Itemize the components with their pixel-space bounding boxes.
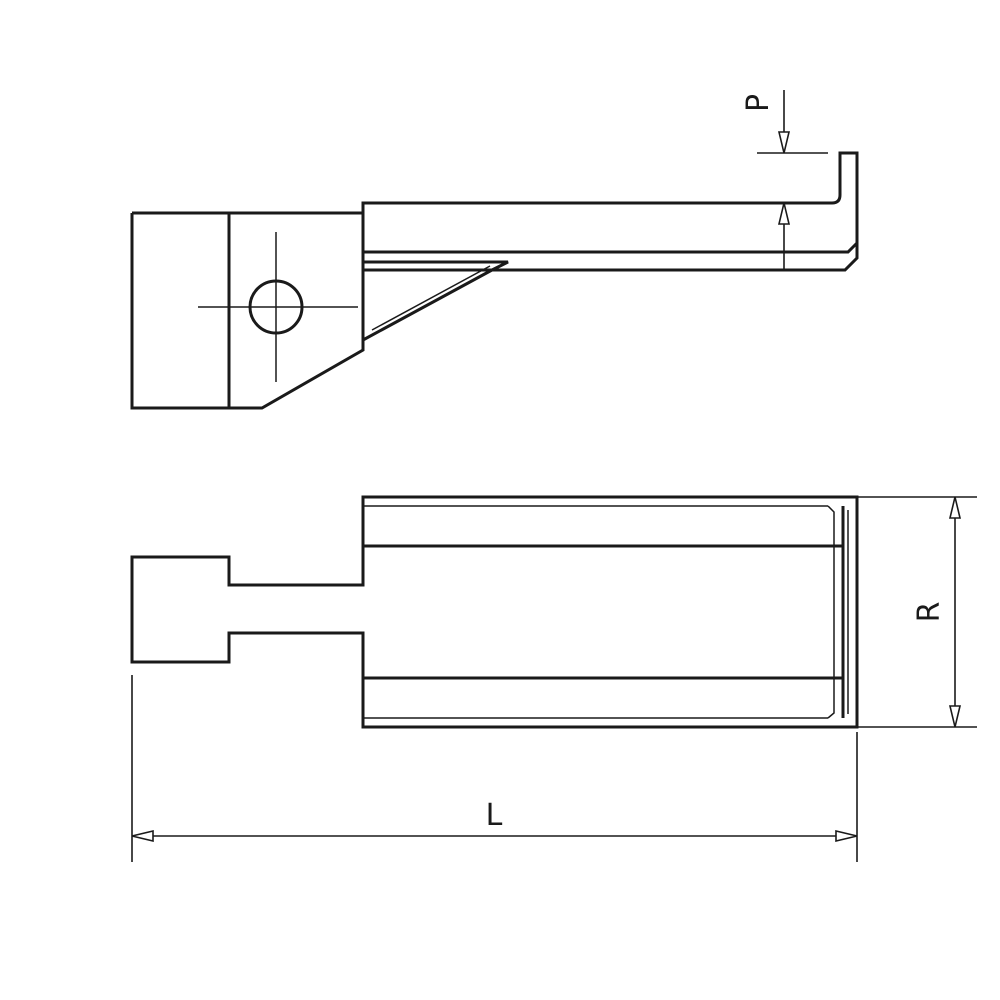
r-arrow-bottom [948,705,962,728]
side-rib-inner [371,265,491,331]
l-dimension-label: L [486,798,503,833]
r-arrow-top [948,496,962,519]
side-rib [362,260,509,342]
side-mount-block [130,211,365,410]
side-arm-lower-edge [361,243,859,272]
top-view: R L [130,495,977,862]
top-jaw-tip-outer [827,505,835,719]
l-arrow-right [835,829,858,843]
r-dimension-label: R [912,602,947,623]
l-arrow-left [131,829,154,843]
p-dimension-label: P [741,94,776,112]
side-view: P [130,90,859,410]
p-arrow-up [777,202,791,225]
p-arrow-down [777,131,791,154]
side-arm [361,151,859,254]
top-body-outline [130,495,859,729]
